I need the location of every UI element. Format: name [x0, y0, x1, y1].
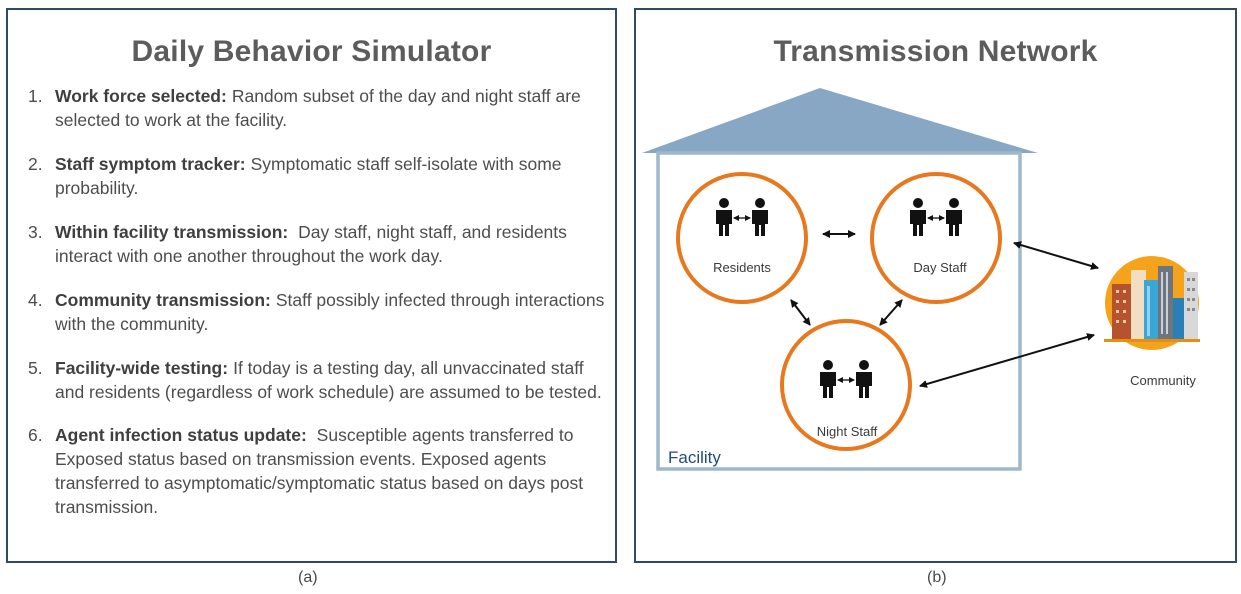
step-text: Susceptible agents transferred to Expose… [55, 425, 584, 517]
list-item: 5. Facility-wide testing:If today is a t… [28, 356, 613, 404]
community-city-icon [1104, 251, 1200, 350]
list-item: 1. Work force selected:Random subset of … [28, 84, 613, 132]
residents-nightStaff-arrow [790, 299, 811, 326]
step-heading: Work force selected: [55, 86, 227, 106]
step-number: 1. [28, 86, 43, 106]
daily-behavior-panel: Daily Behavior Simulator 1. Work force s… [6, 8, 617, 563]
caption-b: (b) [927, 569, 947, 586]
network-diagram: Facility Residents Day Staff Night Staff [642, 88, 1200, 471]
facility-roof [642, 88, 1038, 153]
facility-box [656, 151, 1022, 471]
residents-node: Residents [676, 172, 808, 304]
panel-a-title: Daily Behavior Simulator [131, 35, 492, 68]
dayStaff-community-arrow [1013, 241, 1099, 270]
residents-label: Residents [713, 260, 771, 275]
community-label: Community [1130, 373, 1196, 388]
steps-list: 1. Work force selected:Random subset of … [28, 84, 613, 539]
list-item: 6. Agent infection status update: Suscep… [28, 423, 613, 519]
list-item: 4. Community transmission:Staff possibly… [28, 288, 613, 336]
night-staff-label: Night Staff [817, 424, 878, 439]
step-number: 3. [28, 222, 43, 242]
day-staff-label: Day Staff [913, 260, 967, 275]
step-number: 6. [28, 425, 43, 445]
night-staff-node: Night Staff [780, 319, 912, 451]
step-text: Symptomatic staff self-isolate with some… [55, 154, 562, 198]
step-number: 4. [28, 290, 43, 310]
step-heading: Staff symptom tracker: [55, 154, 246, 174]
day-staff-node: Day Staff [870, 172, 1002, 304]
step-number: 5. [28, 358, 43, 378]
step-text: Staff possibly infected through interact… [55, 290, 605, 334]
step-text: If today is a testing day, all unvaccina… [55, 358, 602, 402]
step-text: Random subset of the day and night staff… [55, 86, 581, 130]
step-heading: Agent infection status update: [55, 425, 307, 445]
step-heading: Facility-wide testing: [55, 358, 229, 378]
facility-label: Facility [668, 448, 721, 467]
dayStaff-nightStaff-arrow [879, 299, 903, 326]
caption-a: (a) [298, 569, 318, 586]
step-text: Day staff, night staff, and residents in… [55, 222, 567, 266]
nightStaff-community-arrow [919, 333, 1095, 388]
step-heading: Community transmission: [55, 290, 271, 310]
step-heading: Within facility transmission: [55, 222, 289, 242]
list-item: 3. Within facility transmission: Day sta… [28, 220, 613, 268]
list-item: 2. Staff symptom tracker:Symptomatic sta… [28, 152, 613, 200]
step-number: 2. [28, 154, 43, 174]
panel-b-title: Transmission Network [773, 35, 1098, 68]
